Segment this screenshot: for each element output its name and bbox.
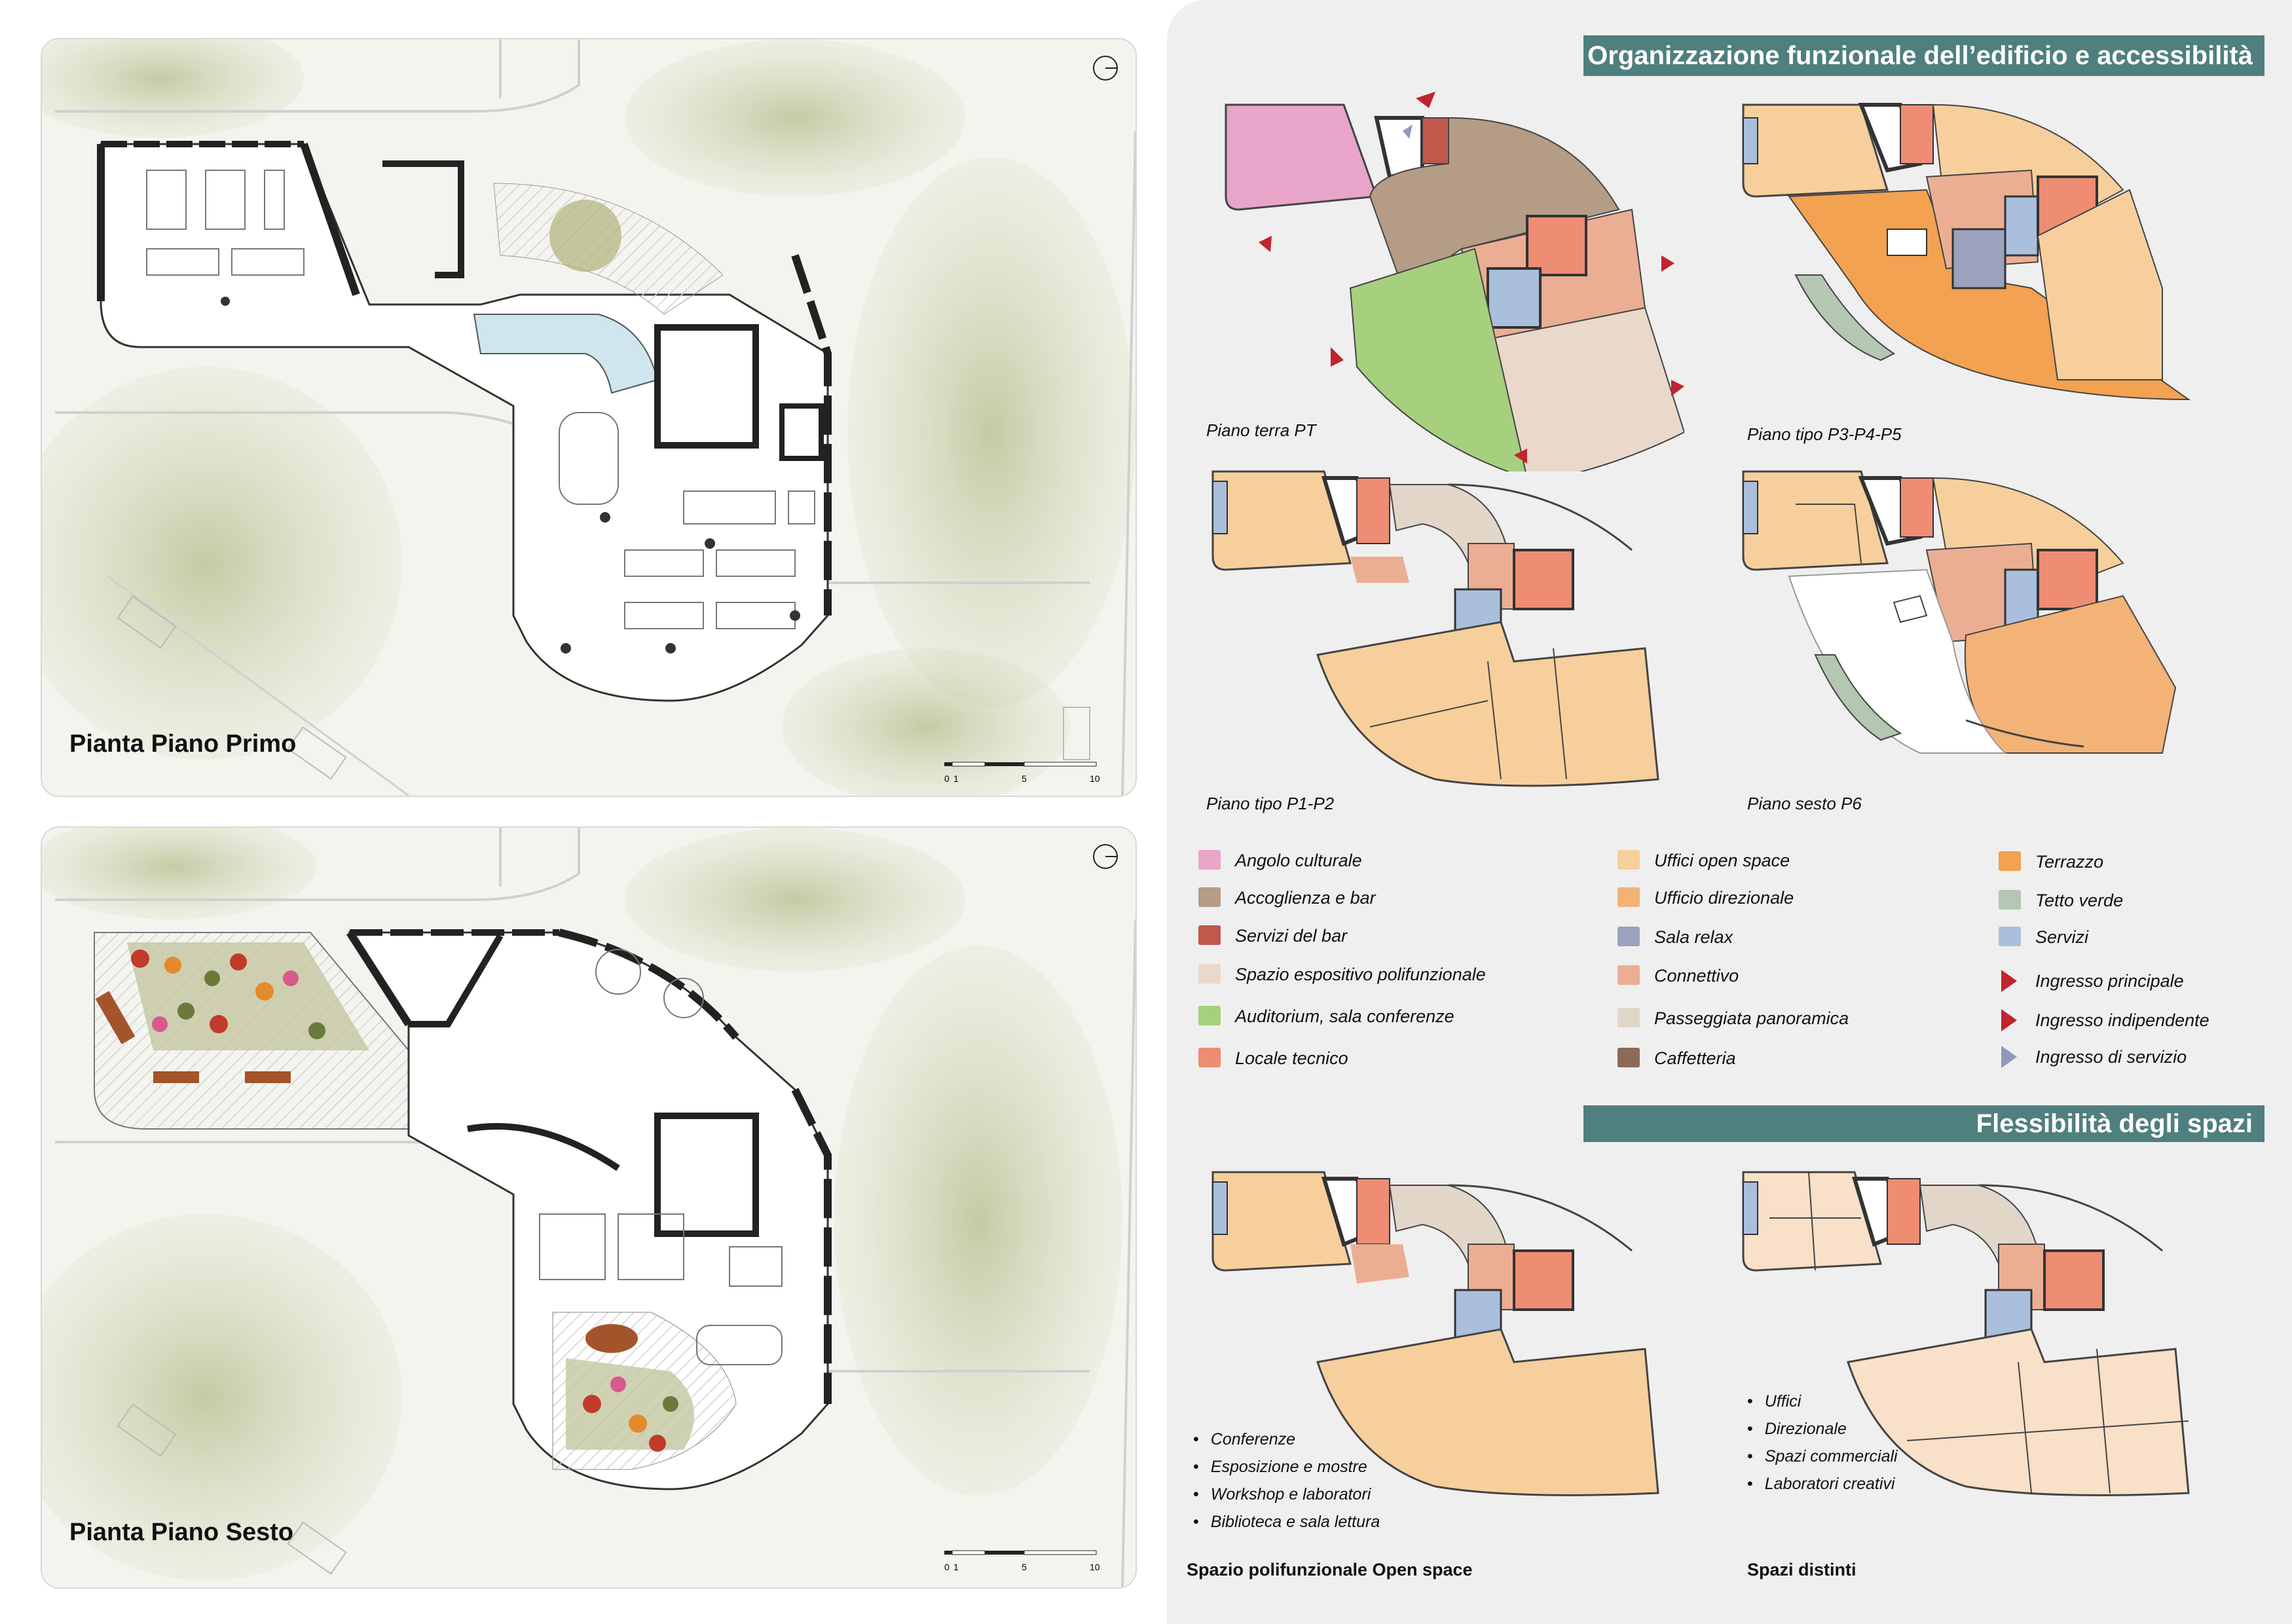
floor-label: Piano tipo P1-P2 bbox=[1206, 794, 1335, 813]
legend-label: Terrazzo bbox=[2035, 852, 2104, 872]
legend-label: Spazio espositivo polifunzionale bbox=[1235, 965, 1486, 984]
floor-label: Piano tipo P3-P4-P5 bbox=[1747, 424, 1902, 444]
legend-swatch bbox=[1999, 927, 2021, 946]
flexibility-banner: Flessibilità degli spazi bbox=[1583, 1105, 2264, 1142]
legend-label: Uffici open space bbox=[1654, 851, 1790, 870]
organization-banner: Organizzazione funzionale dell’edificio … bbox=[1583, 35, 2264, 76]
scale-tick: 10 bbox=[1090, 1562, 1100, 1572]
vegetation-area bbox=[625, 828, 965, 972]
legend-swatch bbox=[1617, 1048, 1640, 1067]
vegetation-area bbox=[834, 946, 1122, 1496]
legend-label: Sala relax bbox=[1654, 927, 1733, 947]
scale-bar: 0 1 5 10 bbox=[944, 1550, 1100, 1572]
vegetation-area bbox=[625, 39, 965, 196]
first-floor-plan-panel: Pianta Piano Primo 0 1 5 10 bbox=[41, 38, 1137, 797]
scale-tick: 1 bbox=[953, 773, 959, 784]
entrance-arrow-icon bbox=[1331, 347, 1344, 367]
legend-label: Ingresso di servizio bbox=[2035, 1047, 2187, 1067]
entrance-arrow-icon bbox=[1416, 92, 1435, 108]
green-roof bbox=[127, 942, 369, 1050]
functional-organization-panel: Organizzazione funzionale dell’edificio … bbox=[1167, 0, 2292, 1624]
legend-swatch bbox=[1617, 1008, 1640, 1027]
sixth-floor-drawing bbox=[42, 828, 1136, 1587]
scale-tick: 5 bbox=[1022, 773, 1027, 784]
entrance-arrow-icon bbox=[2001, 970, 2017, 992]
legend-swatch bbox=[1617, 850, 1640, 870]
use-list-item: Conferenze bbox=[1193, 1430, 1295, 1449]
service-core bbox=[654, 1113, 759, 1237]
first-floor-drawing bbox=[42, 39, 1136, 796]
open-space-diagram bbox=[1211, 1171, 1659, 1496]
distinct-spaces-diagram bbox=[1742, 1171, 2190, 1496]
entrance-arrow-icon bbox=[1661, 255, 1674, 272]
floor-label: Piano sesto P6 bbox=[1747, 794, 1862, 813]
entrance-arrow-icon bbox=[2001, 1009, 2017, 1031]
entrance-arrow-icon bbox=[1259, 236, 1272, 252]
use-list-item: Uffici bbox=[1747, 1392, 1802, 1411]
sixth-floor-diagram bbox=[1742, 470, 2177, 754]
entrance-arrow-icon bbox=[1671, 380, 1684, 396]
use-list-item: Spazi commerciali bbox=[1747, 1447, 1898, 1466]
legend-label: Ingresso indipendente bbox=[2035, 1010, 2209, 1030]
legend-swatch bbox=[1198, 964, 1221, 984]
entrance-arrow-icon bbox=[1514, 449, 1527, 464]
scale-tick: 0 bbox=[944, 1562, 950, 1572]
legend-label: Caffetteria bbox=[1654, 1048, 1736, 1068]
scale-bar: 0 1 5 10 bbox=[944, 762, 1100, 784]
vegetation-area bbox=[42, 39, 304, 138]
north-arrow-icon bbox=[1093, 56, 1118, 81]
use-list-item: Biblioteca e sala lettura bbox=[1193, 1513, 1380, 1532]
north-arrow-icon bbox=[1093, 844, 1118, 869]
use-list-item: Laboratori creativi bbox=[1747, 1475, 1895, 1494]
scale-tick: 1 bbox=[953, 1562, 959, 1572]
legend-label: Auditorium, sala conferenze bbox=[1235, 1006, 1454, 1026]
entrance-arrow-icon bbox=[2001, 1046, 2017, 1068]
scale-tick: 5 bbox=[1022, 1562, 1027, 1572]
legend-swatch bbox=[1198, 925, 1221, 945]
legend-label: Servizi bbox=[2035, 927, 2089, 947]
use-list-item: Esposizione e mostre bbox=[1193, 1458, 1367, 1477]
use-list-item: Direzionale bbox=[1747, 1420, 1847, 1439]
typical-floor-p12-diagram bbox=[1211, 470, 1659, 787]
legend-swatch bbox=[1617, 965, 1640, 985]
ground-floor-diagram bbox=[1225, 92, 1684, 471]
floor-label: Piano terra PT bbox=[1206, 420, 1316, 440]
scale-tick: 10 bbox=[1090, 773, 1100, 784]
legend-swatch bbox=[1198, 1048, 1221, 1067]
legend-swatch bbox=[1198, 850, 1221, 870]
flex-caption: Spazi distinti bbox=[1747, 1560, 1857, 1579]
tree bbox=[549, 200, 621, 272]
legend-swatch bbox=[1999, 890, 2021, 910]
scale-tick: 0 bbox=[944, 773, 950, 784]
typical-floor-p345-diagram bbox=[1742, 103, 2191, 401]
legend-label: Accoglienza e bar bbox=[1235, 888, 1376, 908]
plan-title: Pianta Piano Sesto bbox=[69, 1519, 294, 1546]
legend-label: Passeggiata panoramica bbox=[1654, 1008, 1849, 1028]
planting bbox=[131, 950, 325, 1039]
vegetation-area bbox=[782, 648, 1070, 796]
legend-label: Tetto verde bbox=[2035, 891, 2124, 910]
vegetation-area bbox=[42, 367, 402, 760]
building-outline bbox=[100, 143, 829, 702]
legend-swatch bbox=[1617, 887, 1640, 907]
legend-label: Connettivo bbox=[1654, 966, 1739, 986]
vegetation-area bbox=[847, 157, 1136, 707]
vegetation-area bbox=[42, 1214, 402, 1581]
use-list-item: Workshop e laboratori bbox=[1193, 1485, 1371, 1504]
plan-title: Pianta Piano Primo bbox=[69, 730, 297, 758]
sixth-floor-plan-panel: Pianta Piano Sesto 0 1 5 10 bbox=[41, 826, 1137, 1589]
flex-caption: Spazio polifunzionale Open space bbox=[1187, 1560, 1473, 1579]
legend-swatch bbox=[1198, 887, 1221, 907]
service-core bbox=[654, 324, 759, 449]
legend-label: Ingresso principale bbox=[2035, 971, 2184, 991]
legend-label: Ufficio direzionale bbox=[1654, 888, 1794, 908]
legend-swatch bbox=[1198, 1006, 1221, 1025]
legend-swatch bbox=[1617, 927, 1640, 946]
legend-label: Angolo culturale bbox=[1235, 851, 1362, 870]
vegetation-area bbox=[42, 828, 317, 919]
legend-swatch bbox=[1999, 851, 2021, 871]
legend-label: Servizi del bar bbox=[1235, 926, 1348, 946]
legend-label: Locale tecnico bbox=[1235, 1048, 1348, 1068]
